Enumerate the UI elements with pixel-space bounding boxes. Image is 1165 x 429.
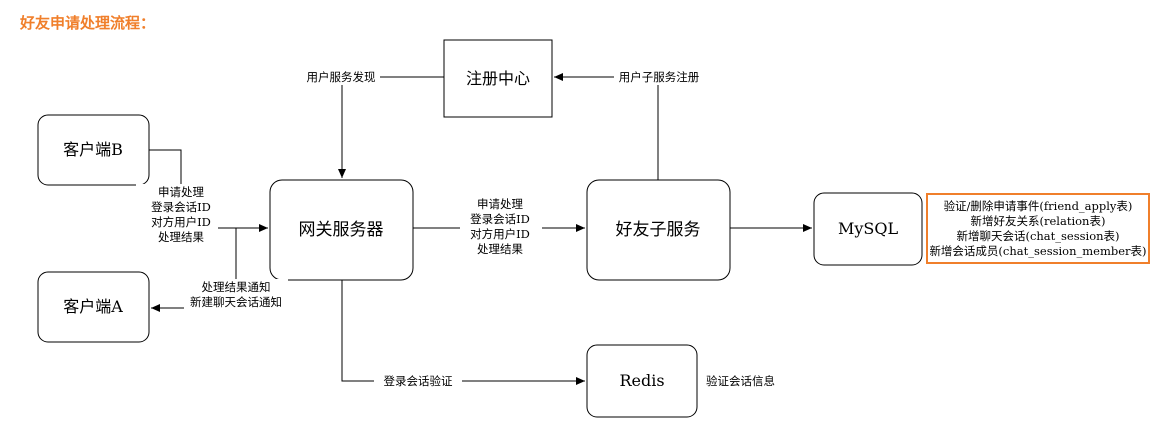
edge-label-gateway-friend: 申请处理 (477, 197, 523, 211)
client-b-label: 客户端B (63, 140, 123, 159)
edge-label-client-b: 申请处理 (158, 185, 204, 199)
mysql-note-line: 新增会话成员(chat_session_member表) (929, 244, 1146, 258)
edge-service-discovery (338, 76, 444, 178)
friend-service-label: 好友子服务 (616, 220, 701, 240)
label-bg (614, 69, 706, 85)
mysql-note-line: 新增聊天会话(chat_session表) (956, 229, 1119, 243)
edge-label-gateway-friend: 对方用户ID (470, 227, 530, 241)
client-a-label: 客户端A (63, 297, 123, 316)
edge-label-gateway-friend: 处理结果 (477, 242, 523, 256)
registry-label: 注册中心 (466, 69, 530, 88)
client-a-node: 客户端A (37, 271, 150, 343)
mysql-label: MySQL (838, 219, 899, 238)
diagram-title: 好友申请处理流程： (20, 14, 156, 32)
edge-label-gateway-friend: 登录会话ID (470, 212, 530, 226)
client-b-node: 客户端B (37, 114, 150, 186)
label-bg (374, 373, 462, 389)
label-bg (302, 69, 380, 85)
label-bg (460, 196, 542, 258)
redis-note: 验证会话信息 (706, 374, 775, 388)
friend-service-node: 好友子服务 (586, 179, 731, 281)
label-bg (184, 279, 288, 311)
edge-label-notify: 新建聊天会话通知 (190, 295, 282, 309)
edge-label-notify: 处理结果通知 (202, 280, 271, 294)
edge-label-service-discovery: 用户服务发现 (307, 70, 376, 84)
edge-label-client-b: 登录会话ID (151, 200, 211, 214)
edge-service-register (554, 73, 659, 180)
gateway-node: 网关服务器 (269, 179, 414, 281)
mysql-node: MySQL (813, 192, 923, 266)
edge-label-session-check: 登录会话验证 (384, 374, 453, 388)
edge-label-client-b: 处理结果 (158, 230, 204, 244)
edge-session-check (341, 280, 585, 385)
redis-label: Redis (619, 371, 664, 390)
registry-node: 注册中心 (443, 39, 553, 118)
mysql-note-line: 验证/删除申请事件(friend_apply表) (944, 199, 1133, 213)
mysql-note-line: 新增好友关系(relation表) (971, 214, 1106, 228)
edge-label-service-register: 用户子服务注册 (619, 70, 700, 84)
gateway-label: 网关服务器 (299, 220, 384, 240)
mysql-note: 验证/删除申请事件(friend_apply表) 新增好友关系(relation… (926, 193, 1150, 264)
edge-label-client-b: 对方用户ID (151, 215, 211, 229)
label-bg (136, 184, 218, 246)
redis-node: Redis (586, 344, 698, 418)
